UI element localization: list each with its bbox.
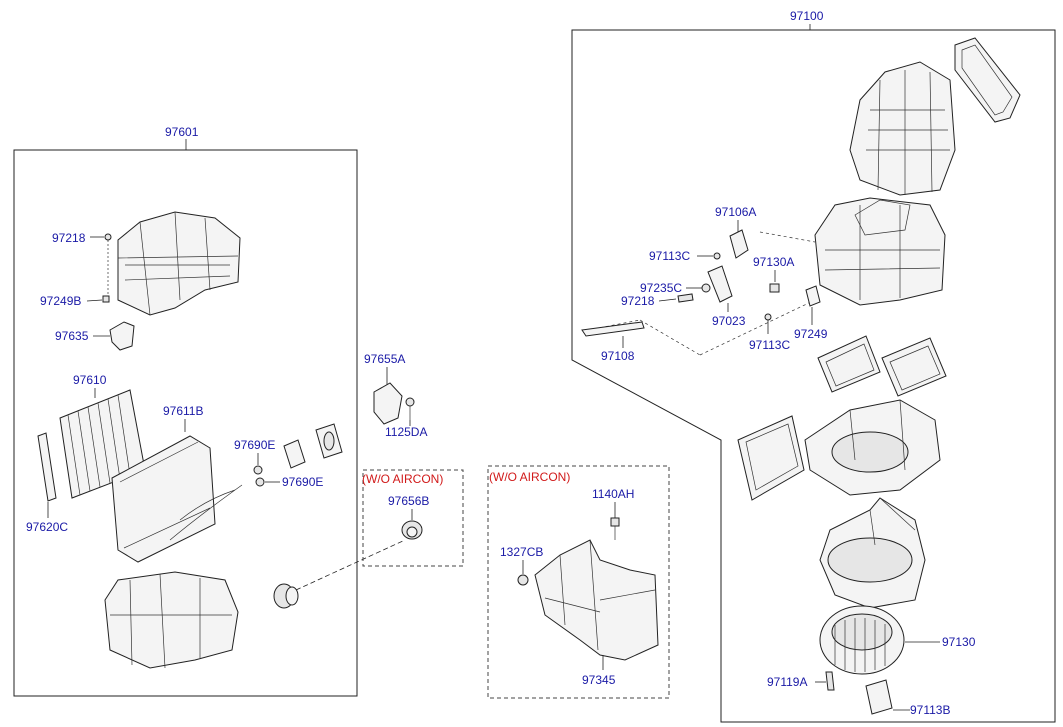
label-97611B: 97611B <box>163 404 203 418</box>
label-97249B: 97249B <box>40 294 81 308</box>
screw-97113C-bottom <box>764 313 772 321</box>
seal-97620C <box>37 432 57 502</box>
leader-97249B <box>86 299 103 302</box>
blower-unit-frame <box>571 29 1056 723</box>
heater-case-upper <box>117 211 241 316</box>
bracket-97249 <box>805 285 821 307</box>
label-97130A: 97130A <box>753 255 794 269</box>
heater-case-lower <box>104 571 239 669</box>
label-97106A: 97106A <box>715 205 756 219</box>
label-97119A: 97119A <box>767 675 807 689</box>
wo-aircon-box-1 <box>362 469 464 567</box>
gasket-pair <box>283 423 343 469</box>
label-97113C-bottom: 97113C <box>749 338 790 352</box>
label-97113B: 97113B <box>910 703 950 717</box>
heater-unit-frame <box>13 149 358 697</box>
label-97620C: 97620C <box>26 520 68 534</box>
filter-pair <box>817 335 947 397</box>
rod-97108 <box>581 321 645 337</box>
oring-97690E-2 <box>255 477 265 487</box>
label-97130: 97130 <box>942 635 976 649</box>
label-97690E-2: 97690E <box>282 475 323 489</box>
wrench-97119A <box>825 671 835 691</box>
leader-97218-right <box>658 298 677 302</box>
label-1125DA: 1125DA <box>385 425 427 439</box>
clip-97249B <box>102 295 110 303</box>
nut-1327CB <box>517 574 529 586</box>
lever-97023 <box>707 265 733 303</box>
actuator-97130A <box>769 283 780 293</box>
label-1327CB: 1327CB <box>500 545 543 559</box>
label-97249: 97249 <box>794 327 828 341</box>
label-97218-right: 97218 <box>621 294 655 308</box>
label-97235C: 97235C <box>640 281 682 295</box>
assembly-label-97601: 97601 <box>165 125 199 139</box>
wo-aircon-box-2 <box>487 465 670 699</box>
assembly-label-97100: 97100 <box>790 9 824 23</box>
label-97690E-1: 97690E <box>234 438 275 452</box>
label-97345: 97345 <box>582 673 616 687</box>
label-97635: 97635 <box>55 329 89 343</box>
blower-case-upper <box>804 399 941 496</box>
gasket-top <box>954 37 1021 123</box>
blower-housing <box>819 497 926 609</box>
bolt-1125DA <box>405 397 415 420</box>
intake-housing-upper <box>849 61 956 196</box>
label-97656B: 97656B <box>388 494 429 508</box>
cover-97655A <box>373 382 403 425</box>
duct-97345 <box>534 539 659 661</box>
label-1140AH: 1140AH <box>592 487 634 501</box>
gasket-square <box>737 415 805 501</box>
grommet-97656B <box>401 520 423 540</box>
leader-dash-97656B <box>295 539 406 591</box>
blower-motor-97130 <box>819 605 905 675</box>
label-97610: 97610 <box>73 373 107 387</box>
actuator-97635 <box>109 321 135 351</box>
evaporator-core-97611B <box>111 435 243 563</box>
note-wo-aircon-1: (W/O AIRCON) <box>362 472 443 486</box>
label-97655A: 97655A <box>364 352 405 366</box>
intake-housing-lower <box>814 197 946 306</box>
grommet-left <box>273 583 299 609</box>
screw-97218-left <box>104 233 112 295</box>
label-97108: 97108 <box>601 349 635 363</box>
note-wo-aircon-2: (W/O AIRCON) <box>489 470 570 484</box>
link-97106A <box>729 229 749 259</box>
clip-97235C <box>701 283 711 293</box>
screw-97218-right <box>677 293 694 303</box>
oring-97690E-1 <box>253 465 263 475</box>
label-97218-left: 97218 <box>52 231 86 245</box>
label-97023: 97023 <box>712 314 746 328</box>
resistor-97113B <box>865 679 893 715</box>
filter-97610 <box>59 389 146 499</box>
bolt-1140AH <box>610 517 620 540</box>
screw-97113C-top <box>713 252 721 260</box>
label-97113C-top: 97113C <box>649 249 690 263</box>
